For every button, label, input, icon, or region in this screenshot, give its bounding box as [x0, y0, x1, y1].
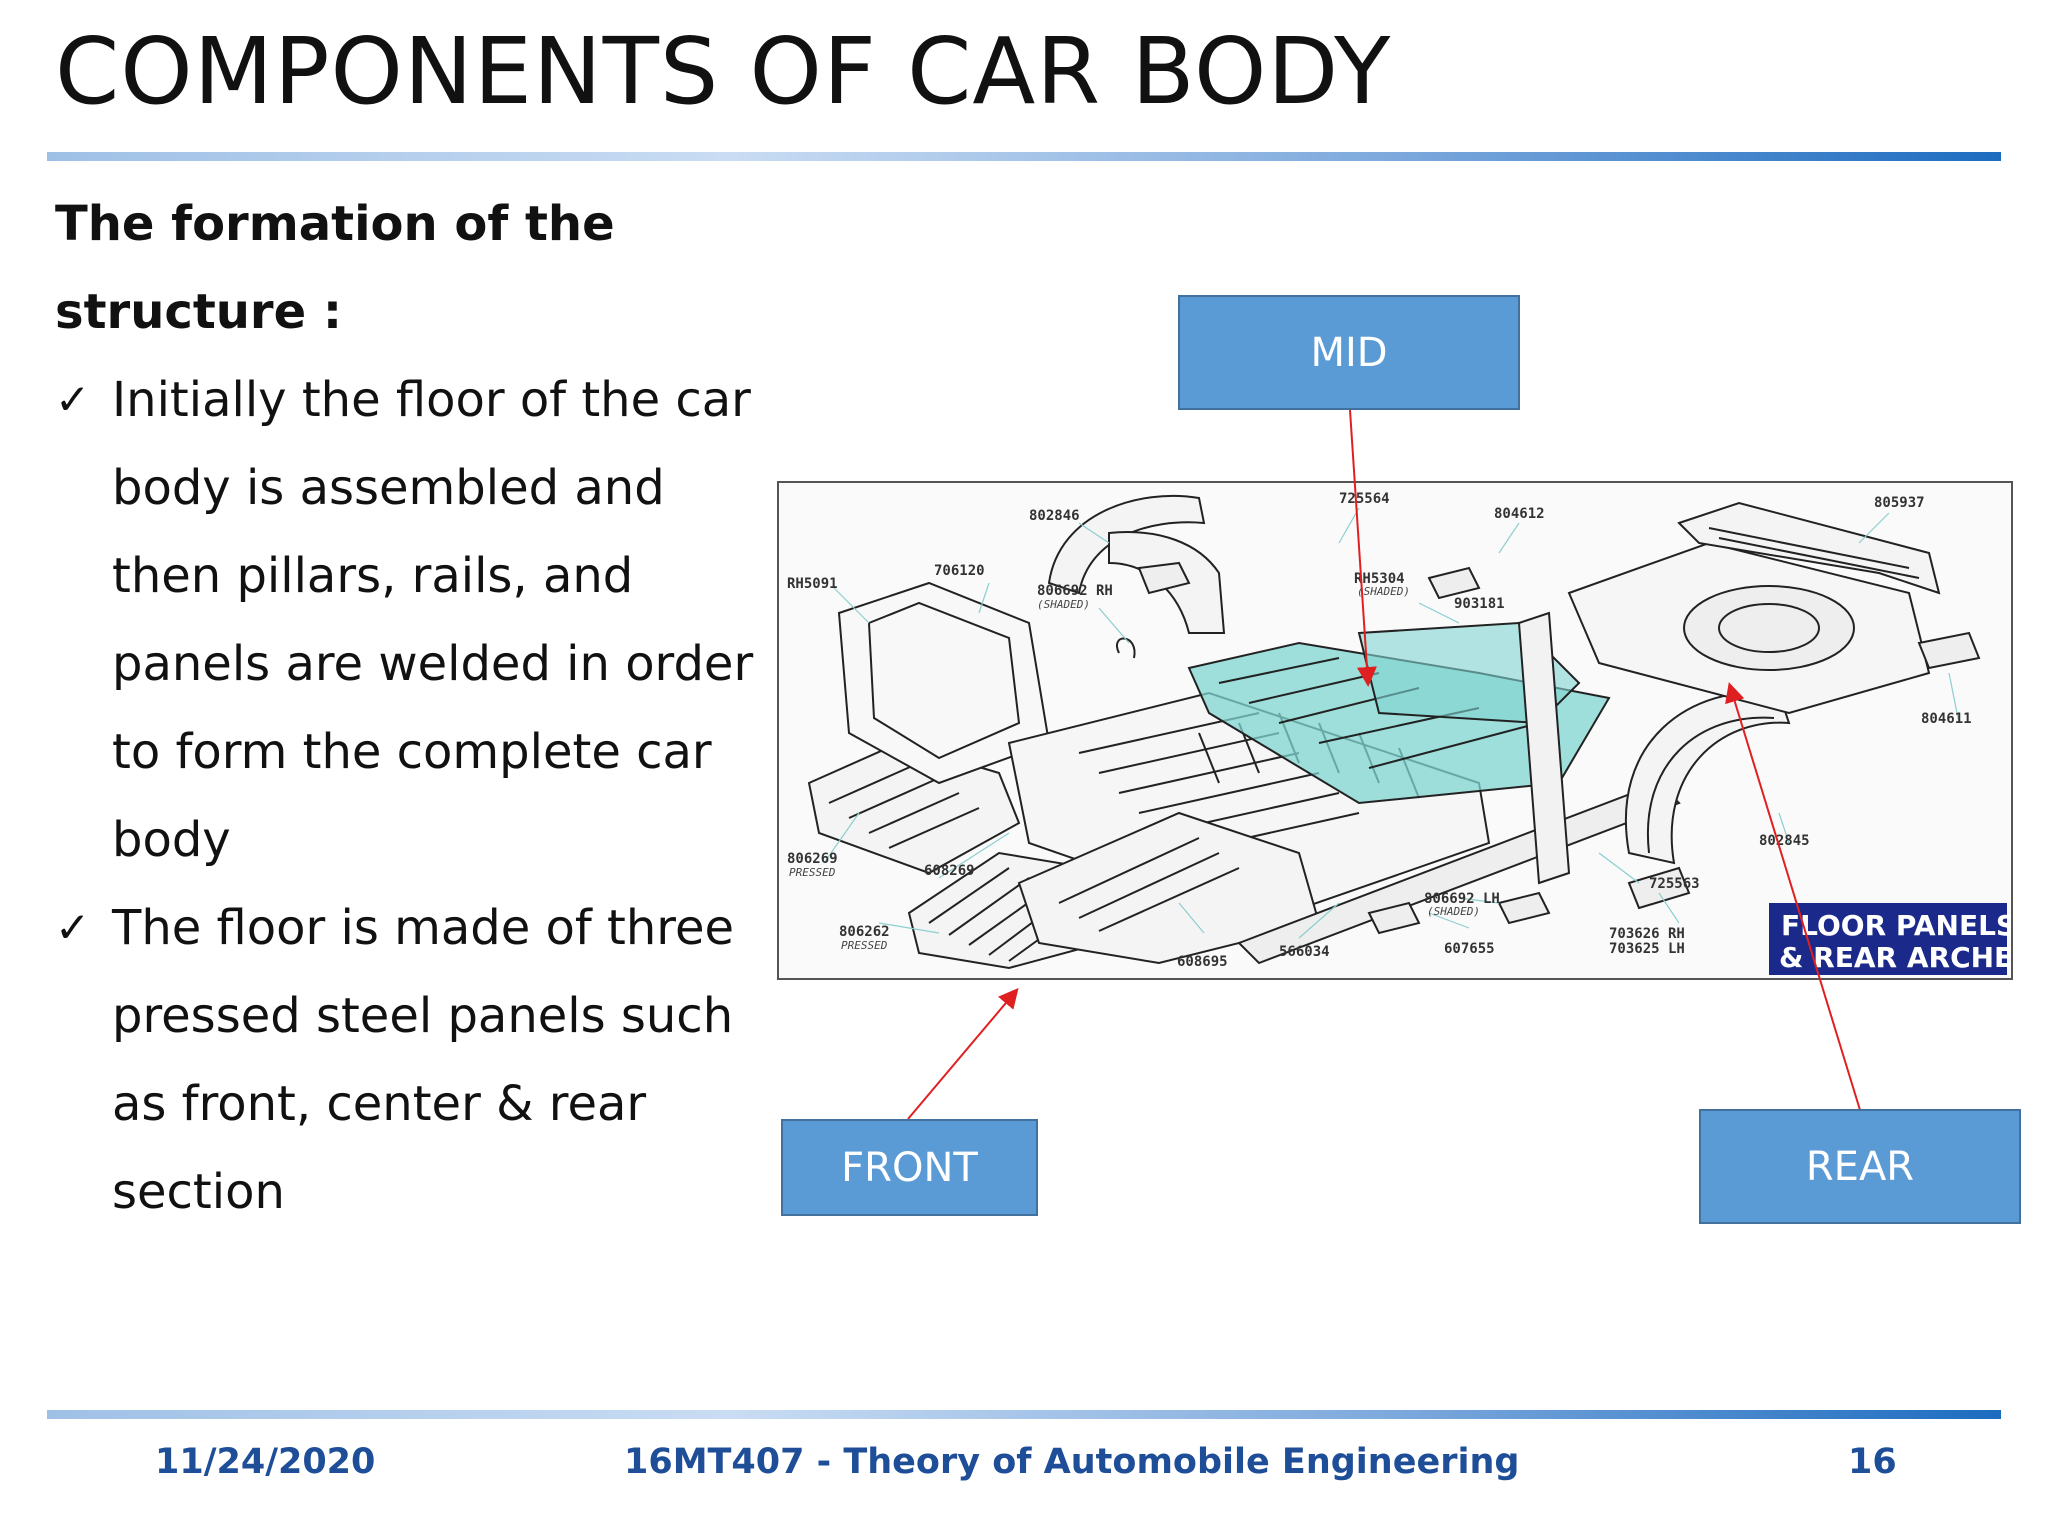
bullet-line: body is assembled and	[112, 460, 665, 516]
bullet-line: pressed steel panels such	[112, 988, 734, 1044]
part-sublabel: (SHADED)	[1037, 598, 1090, 611]
car-floor-exploded-illustration: 802846 725564 804612 805937 RH5091 70612…	[787, 491, 2011, 975]
part-number: 703625 LH	[1609, 941, 1685, 957]
part-number: 806692 RH	[1037, 583, 1113, 599]
part-sublabel: PRESSED	[789, 866, 836, 879]
part-sublabel: PRESSED	[841, 939, 888, 952]
floor-panels-diagram: 802846 725564 804612 805937 RH5091 70612…	[777, 481, 2013, 980]
footer-date: 11/24/2020	[155, 1442, 376, 1482]
part-number: 608695	[1177, 954, 1228, 970]
part-number: 725563	[1649, 876, 1700, 892]
title-divider	[47, 152, 2001, 161]
part-number: 903181	[1454, 596, 1505, 612]
bullet-line: then pillars, rails, and	[112, 548, 634, 604]
part-number: 802845	[1759, 833, 1810, 849]
bullet-line: section	[112, 1164, 285, 1220]
bullet-item-1: ✓ Initially the floor of the car body is…	[55, 356, 775, 884]
part-number: 802846	[1029, 508, 1080, 524]
part-number: 806269	[787, 851, 838, 867]
part-number: 804612	[1494, 506, 1545, 522]
part-number: 607655	[1444, 941, 1495, 957]
part-number: 806262	[839, 924, 890, 940]
part-number: 804611	[1921, 711, 1972, 727]
part-number: RH5091	[787, 576, 838, 592]
checkmark-icon: ✓	[55, 903, 91, 952]
section-heading-line-2: structure :	[55, 284, 343, 340]
front-callout: FRONT	[781, 1119, 1038, 1216]
footer-divider	[47, 1410, 2001, 1419]
logo-line-1: FLOOR PANELS	[1781, 909, 2011, 942]
part-number: 706120	[934, 563, 985, 579]
part-number: 608269	[924, 863, 975, 879]
bullet-item-2: ✓ The floor is made of three pressed ste…	[55, 884, 775, 1236]
front-arrow	[907, 987, 1019, 1120]
bullet-line: Initially the floor of the car	[112, 372, 751, 428]
bullet-line: body	[112, 812, 231, 868]
logo-line-2: & REAR ARCHES	[1779, 941, 2011, 974]
bullet-line: panels are welded in order	[112, 636, 754, 692]
floor-panels-logo: FLOOR PANELS & REAR ARCHES	[1769, 903, 2011, 975]
footer-course-title: 16MT407 - Theory of Automobile Engineeri…	[624, 1442, 1520, 1482]
part-number: 725564	[1339, 491, 1390, 507]
part-number: 806692 LH	[1424, 891, 1500, 907]
bullet-line: to form the complete car	[112, 724, 712, 780]
slide-title: COMPONENTS OF CAR BODY	[55, 18, 1392, 125]
part-number: 703626 RH	[1609, 926, 1685, 942]
mid-callout: MID	[1178, 295, 1520, 410]
rear-callout: REAR	[1699, 1109, 2021, 1224]
bullet-line: as front, center & rear	[112, 1076, 647, 1132]
checkmark-icon: ✓	[55, 375, 91, 424]
part-number: 566034	[1279, 944, 1330, 960]
section-heading-line-1: The formation of the	[55, 196, 615, 252]
part-sublabel: (SHADED)	[1357, 585, 1410, 598]
part-number: 805937	[1874, 495, 1925, 511]
bullet-line: The floor is made of three	[112, 900, 735, 956]
slide-body-text: The formation of the structure : ✓ Initi…	[55, 180, 775, 1236]
page-number: 16	[1848, 1442, 1897, 1482]
part-sublabel: (SHADED)	[1427, 905, 1480, 918]
